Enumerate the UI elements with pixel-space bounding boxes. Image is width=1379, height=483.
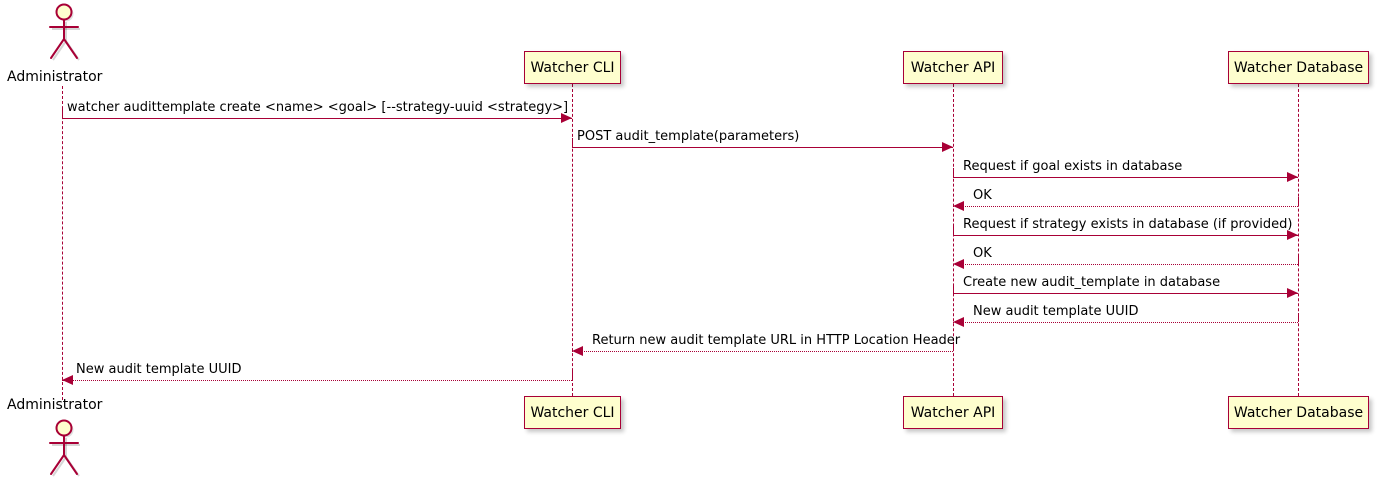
- participant-box-watcher-database-bottom[interactable]: Watcher Database: [1228, 396, 1369, 429]
- message-4-line: [953, 206, 1298, 207]
- message-3-label: Request if goal exists in database: [963, 159, 1183, 174]
- message-5-arrowhead: [1287, 230, 1298, 240]
- message-6-origin-stub: [1298, 255, 1299, 264]
- participant-label-watcher-database-top: Watcher Database: [1233, 59, 1364, 76]
- lifeline-watcher-api: [953, 84, 954, 396]
- actor-label-administrator-top: Administrator: [7, 69, 103, 85]
- message-1-label: watcher audittemplate create <name> <goa…: [67, 100, 569, 115]
- message-10-origin-stub: [572, 371, 573, 380]
- message-2-label: POST audit_template(parameters): [577, 129, 800, 144]
- message-5-label: Request if strategy exists in database (…: [963, 217, 1293, 232]
- participant-label-watcher-api-top: Watcher API: [910, 59, 996, 76]
- message-4-arrowhead: [953, 201, 964, 211]
- message-10-arrowhead: [62, 375, 73, 385]
- message-1-line: [62, 118, 572, 119]
- message-7-arrowhead: [1287, 288, 1298, 298]
- participant-label-watcher-database-bottom: Watcher Database: [1233, 404, 1364, 421]
- lifeline-watcher-cli: [572, 84, 573, 396]
- message-10-label: New audit template UUID: [76, 362, 242, 377]
- participant-box-watcher-cli-bottom[interactable]: Watcher CLI: [524, 396, 621, 429]
- message-2-origin-stub: [572, 138, 573, 147]
- message-10-line: [62, 380, 572, 381]
- message-7-line: [953, 293, 1298, 294]
- participant-box-watcher-cli-top[interactable]: Watcher CLI: [524, 51, 621, 84]
- message-6-label: OK: [973, 246, 992, 261]
- message-9-label: Return new audit template URL in HTTP Lo…: [592, 333, 961, 348]
- message-1-origin-stub: [62, 109, 63, 118]
- message-4-label: OK: [973, 188, 992, 203]
- actor-administrator-bottom: [49, 419, 80, 477]
- message-7-label: Create new audit_template in database: [963, 275, 1221, 290]
- participant-box-watcher-api-bottom[interactable]: Watcher API: [903, 396, 1003, 429]
- message-4-origin-stub: [1298, 197, 1299, 206]
- message-2-arrowhead: [942, 142, 953, 152]
- message-2-line: [572, 147, 953, 148]
- participant-label-watcher-cli-top: Watcher CLI: [530, 59, 615, 76]
- message-8-line: [953, 322, 1298, 323]
- participant-label-watcher-cli-bottom: Watcher CLI: [530, 404, 615, 421]
- actor-administrator-top: [49, 3, 80, 61]
- message-8-label: New audit template UUID: [973, 304, 1139, 319]
- message-6-arrowhead: [953, 259, 964, 269]
- message-9-line: [572, 351, 953, 352]
- message-3-origin-stub: [953, 168, 954, 177]
- participant-box-watcher-database-top[interactable]: Watcher Database: [1228, 51, 1369, 84]
- message-8-origin-stub: [1298, 313, 1299, 322]
- participant-label-watcher-api-bottom: Watcher API: [910, 404, 996, 421]
- message-5-origin-stub: [953, 226, 954, 235]
- message-5-line: [953, 235, 1298, 236]
- message-8-arrowhead: [953, 317, 964, 327]
- message-9-origin-stub: [953, 342, 954, 351]
- message-1-arrowhead: [561, 113, 572, 123]
- participant-box-watcher-api-top[interactable]: Watcher API: [903, 51, 1003, 84]
- actor-label-administrator-bottom: Administrator: [7, 397, 103, 413]
- message-7-origin-stub: [953, 284, 954, 293]
- message-6-line: [953, 264, 1298, 265]
- lifeline-watcher-database: [1298, 84, 1299, 396]
- message-3-arrowhead: [1287, 172, 1298, 182]
- message-9-arrowhead: [572, 346, 583, 356]
- message-3-line: [953, 177, 1298, 178]
- lifeline-administrator: [62, 86, 63, 400]
